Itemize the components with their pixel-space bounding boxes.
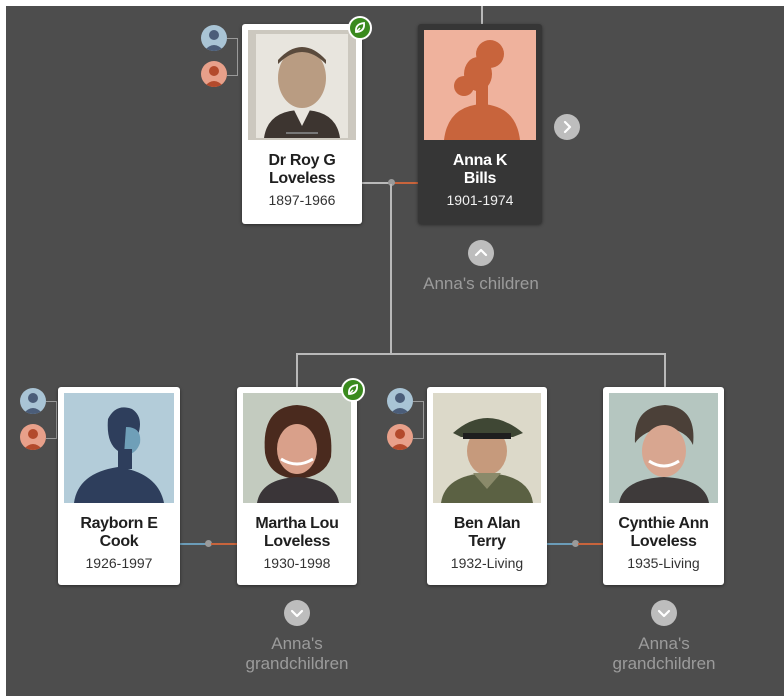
person-dates: 1901-1974 xyxy=(446,192,514,208)
person-name: Martha Lou Loveless xyxy=(255,515,339,550)
connector-line xyxy=(547,543,575,545)
person-card-martha[interactable]: Martha Lou Loveless 1930-1998 xyxy=(237,387,357,585)
person-card-roy[interactable]: Dr Roy G Loveless 1897-1966 xyxy=(242,24,362,224)
mother-avatar-icon xyxy=(201,61,227,87)
mother-avatar-icon xyxy=(20,424,46,450)
connector-line xyxy=(390,184,392,354)
female-silhouette-icon xyxy=(424,30,536,140)
chevron-right-icon[interactable] xyxy=(554,114,580,140)
male-silhouette-icon xyxy=(64,393,174,503)
father-avatar-icon xyxy=(20,388,46,414)
person-name: Ben Alan Terry xyxy=(453,515,521,550)
person-card-ben[interactable]: Ben Alan Terry 1932-Living xyxy=(427,387,547,585)
mother-avatar-icon xyxy=(387,424,413,450)
connector-line xyxy=(481,6,483,24)
parents-bracket xyxy=(227,38,238,76)
connector-line xyxy=(664,353,666,387)
connector-line xyxy=(211,543,237,545)
person-dates: 1926-1997 xyxy=(85,555,153,571)
parents-icon[interactable] xyxy=(20,388,60,452)
person-dates: 1930-1998 xyxy=(263,555,331,571)
annas-grandchildren-link[interactable]: Anna's grandchildren xyxy=(245,634,349,673)
person-dates: 1935-Living xyxy=(627,555,700,571)
parents-icon[interactable] xyxy=(387,388,427,452)
profile-photo xyxy=(433,393,541,503)
connector-line xyxy=(392,182,418,184)
person-dates: 1932-Living xyxy=(450,555,524,571)
profile-photo xyxy=(243,393,351,503)
person-dates: 1897-1966 xyxy=(268,192,336,208)
chevron-down-icon[interactable] xyxy=(651,600,677,626)
leaf-hint-icon[interactable] xyxy=(341,378,365,402)
connector-line xyxy=(296,353,298,387)
marriage-dot xyxy=(572,540,579,547)
person-name: Cynthie Ann Loveless xyxy=(618,515,709,550)
connector-line xyxy=(362,182,390,184)
marriage-dot xyxy=(388,179,395,186)
father-avatar-icon xyxy=(201,25,227,51)
annas-children-link[interactable]: Anna's children xyxy=(423,274,539,293)
person-card-anna[interactable]: Anna K Bills 1901-1974 xyxy=(418,24,542,224)
family-tree-canvas: Dr Roy G Loveless 1897-1966 Anna K Bills… xyxy=(6,6,784,696)
marriage-dot xyxy=(205,540,212,547)
connector-line xyxy=(296,353,666,355)
annas-grandchildren-link[interactable]: Anna's grandchildren xyxy=(612,634,716,673)
chevron-up-icon[interactable] xyxy=(468,240,494,266)
person-card-cynthie[interactable]: Cynthie Ann Loveless 1935-Living xyxy=(603,387,724,585)
parents-icon[interactable] xyxy=(201,25,241,89)
father-avatar-icon xyxy=(387,388,413,414)
parents-bracket xyxy=(46,401,57,439)
leaf-hint-icon[interactable] xyxy=(348,16,372,40)
connector-line xyxy=(578,543,604,545)
profile-photo xyxy=(248,30,356,140)
parents-bracket xyxy=(413,401,424,439)
connector-line xyxy=(180,543,208,545)
person-name: Dr Roy G Loveless xyxy=(268,152,336,187)
profile-photo xyxy=(609,393,718,503)
person-name: Rayborn E Cook xyxy=(80,515,158,550)
person-card-rayborn[interactable]: Rayborn E Cook 1926-1997 xyxy=(58,387,180,585)
person-name: Anna K Bills xyxy=(452,152,508,187)
chevron-down-icon[interactable] xyxy=(284,600,310,626)
